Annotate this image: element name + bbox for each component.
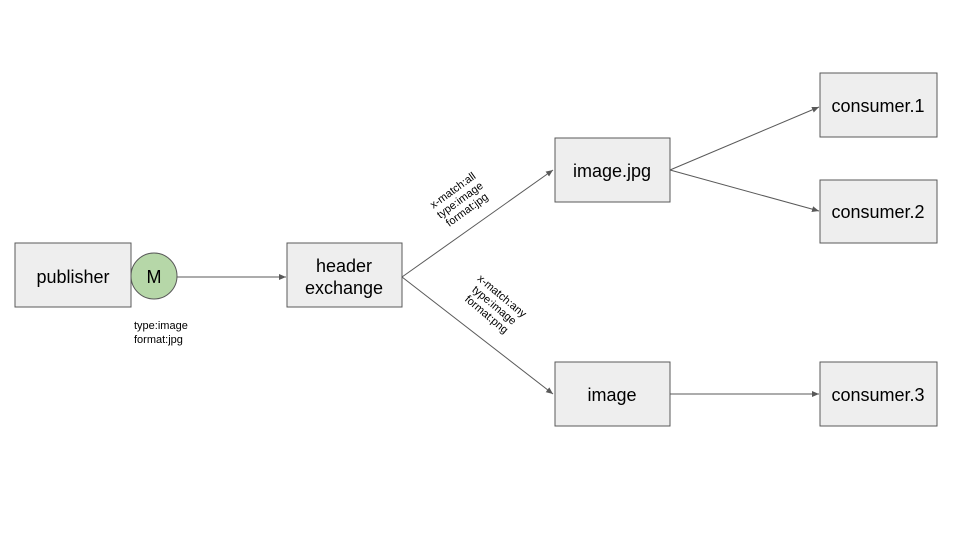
message-header-format: format:jpg	[134, 334, 183, 346]
message-node: M	[130, 252, 178, 300]
message-label: M	[147, 267, 162, 287]
queue-image: image	[554, 361, 671, 427]
edge-imagejpg-consumer1	[669, 106, 820, 171]
message-header-type: type:image	[134, 320, 188, 332]
exchange-node: header exchange	[286, 242, 403, 308]
consumer-2-label: consumer.2	[831, 202, 924, 222]
exchange-label-line2: exchange	[305, 278, 383, 298]
binding-all-label: x-match:all type:image format:jpg	[428, 170, 490, 229]
queue-image-jpg-label: image.jpg	[573, 161, 651, 181]
edge-imagejpg-consumer2	[669, 169, 820, 213]
consumer-1-label: consumer.1	[831, 96, 924, 116]
consumer-3-label: consumer.3	[831, 385, 924, 405]
consumer-2: consumer.2	[819, 179, 938, 244]
exchange-label-line1: header	[316, 256, 372, 276]
consumer-1: consumer.1	[819, 72, 938, 138]
edge-exchange-image	[401, 276, 554, 395]
queue-image-jpg: image.jpg	[554, 137, 671, 203]
publisher-node: publisher	[14, 242, 132, 308]
edge-exchange-imagejpg	[401, 169, 554, 278]
queue-image-label: image	[587, 385, 636, 405]
publisher-label: publisher	[36, 267, 109, 287]
consumer-3: consumer.3	[819, 361, 938, 427]
